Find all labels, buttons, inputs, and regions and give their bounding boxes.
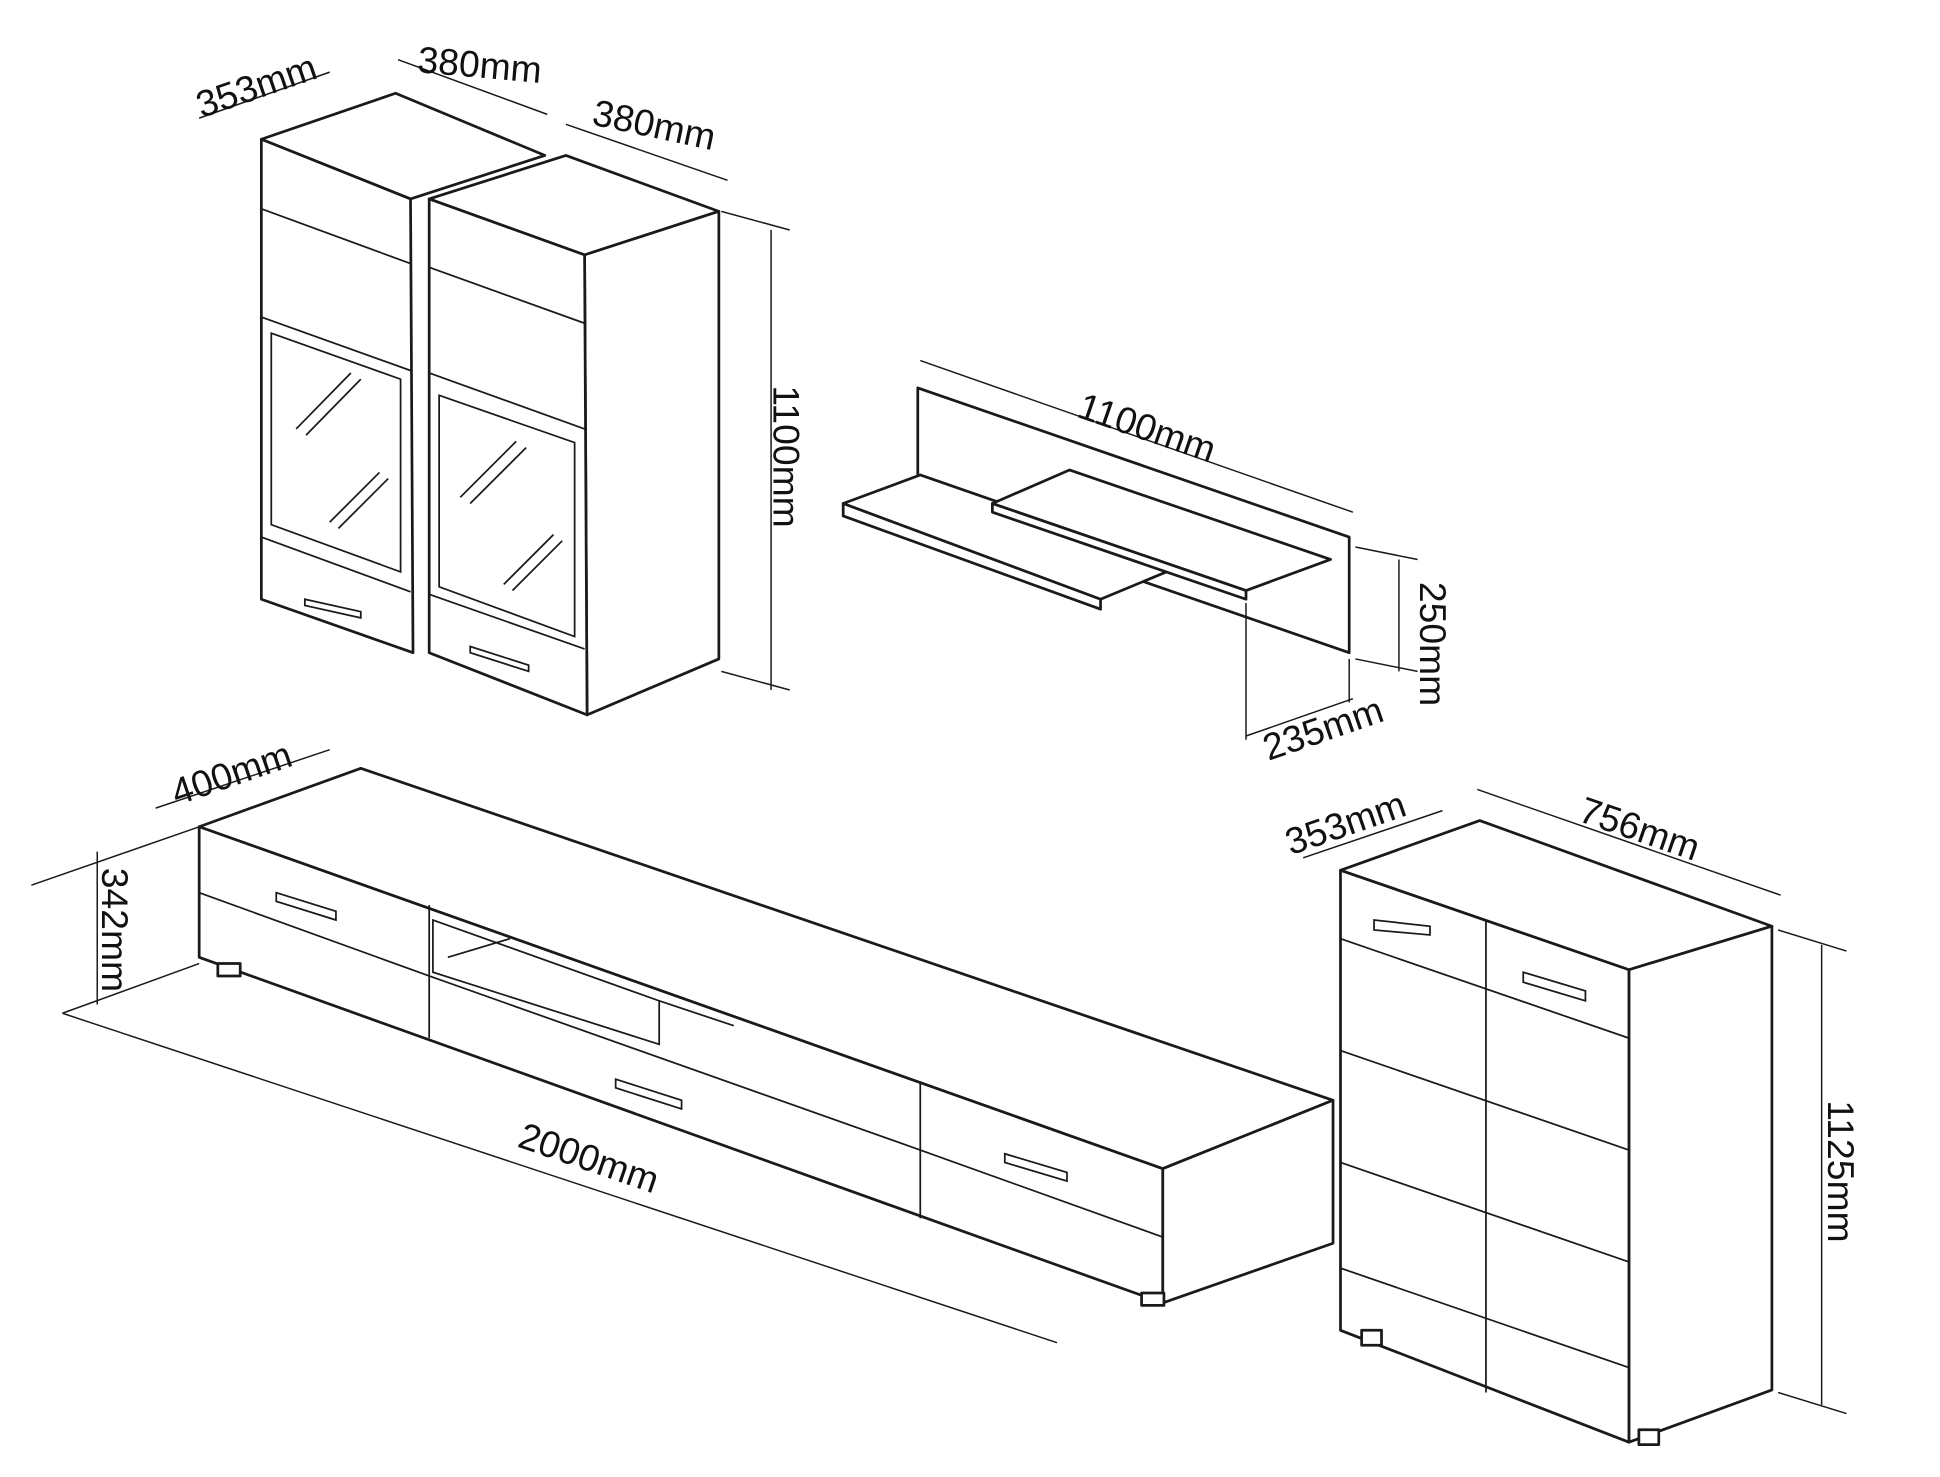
chest-cabinet: 353mm 756mm 1125mm <box>1280 783 1862 1447</box>
wall-cabinet-1-width-label: 380mm <box>416 38 544 91</box>
wall-cabinet-2 <box>427 154 721 717</box>
tv-unit-height-label: 342mm <box>94 868 136 992</box>
wall-cabinet-2-width-label: 380mm <box>589 91 719 158</box>
chest-width-label: 756mm <box>1574 788 1705 868</box>
wall-cabinet-height-label: 1100mm <box>766 385 808 527</box>
tv-unit: 400mm 342mm 2000mm <box>31 733 1335 1344</box>
shelf-depth-label: 235mm <box>1257 688 1388 768</box>
shelf-height-label: 250mm <box>1412 582 1454 706</box>
wall-cabinet-depth-label: 353mm <box>191 45 322 125</box>
wall-shelf: 1100mm 250mm 235mm <box>841 359 1454 768</box>
chest-height-label: 1125mm <box>1820 1100 1862 1242</box>
wall-cabinet-1 <box>259 91 547 655</box>
